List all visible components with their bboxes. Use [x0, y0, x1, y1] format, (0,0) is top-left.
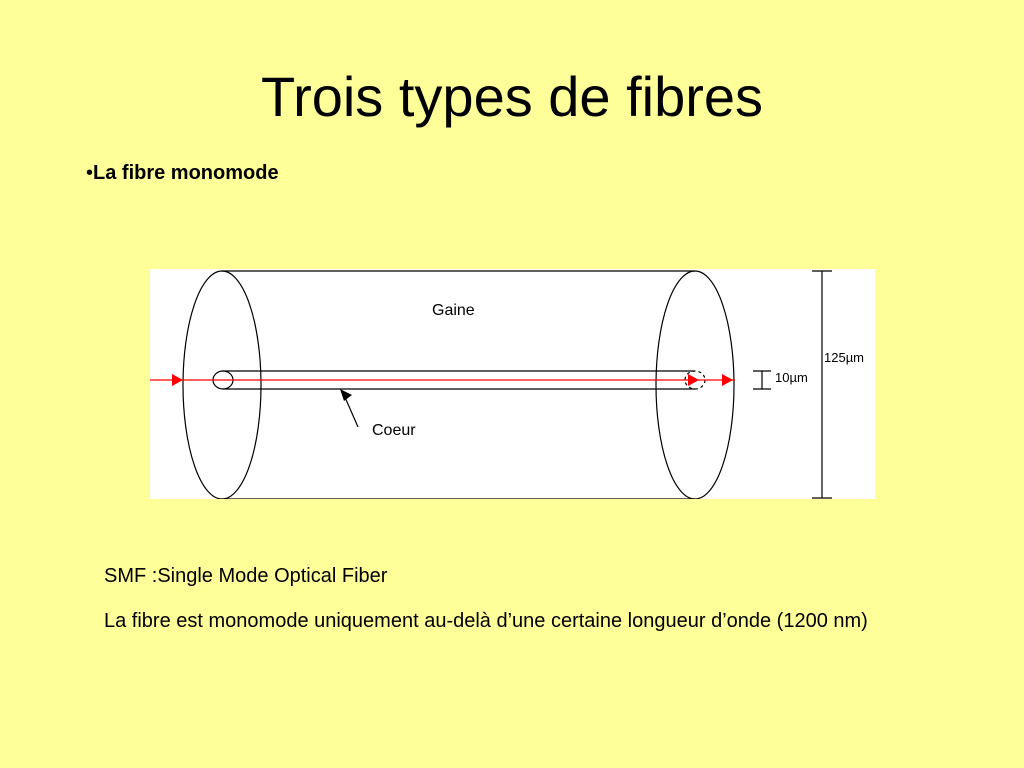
cladding-label: Gaine	[432, 302, 475, 319]
light-core-arrow	[688, 374, 699, 386]
light-entry-arrow	[172, 374, 183, 386]
bullet-marker: •	[86, 162, 94, 184]
fiber-diagram-svg: Gaine Coeur 125µm 10µm	[150, 270, 864, 499]
cladding-right-end	[655, 270, 735, 499]
cladding-left-end	[182, 270, 262, 499]
core-diameter-label: 10µm	[775, 370, 808, 385]
slide-title: Trois types de fibres	[260, 65, 764, 128]
outer-diameter-label: 125µm	[824, 350, 864, 365]
core-pointer-arrowhead	[340, 389, 352, 401]
bullet-text: La fibre monomode	[93, 162, 279, 184]
fiber-diagram: Gaine Coeur 125µm 10µm	[150, 269, 875, 499]
caption-smf: SMF :Single Mode Optical Fiber	[104, 565, 388, 587]
bullet-item: •La fibre monomode	[86, 160, 279, 186]
caption-monomode-condition: La fibre est monomode uniquement au-delà…	[104, 610, 868, 632]
core-pointer-line	[343, 394, 359, 428]
light-exit-arrow	[722, 374, 733, 386]
core-label: Coeur	[372, 422, 416, 439]
